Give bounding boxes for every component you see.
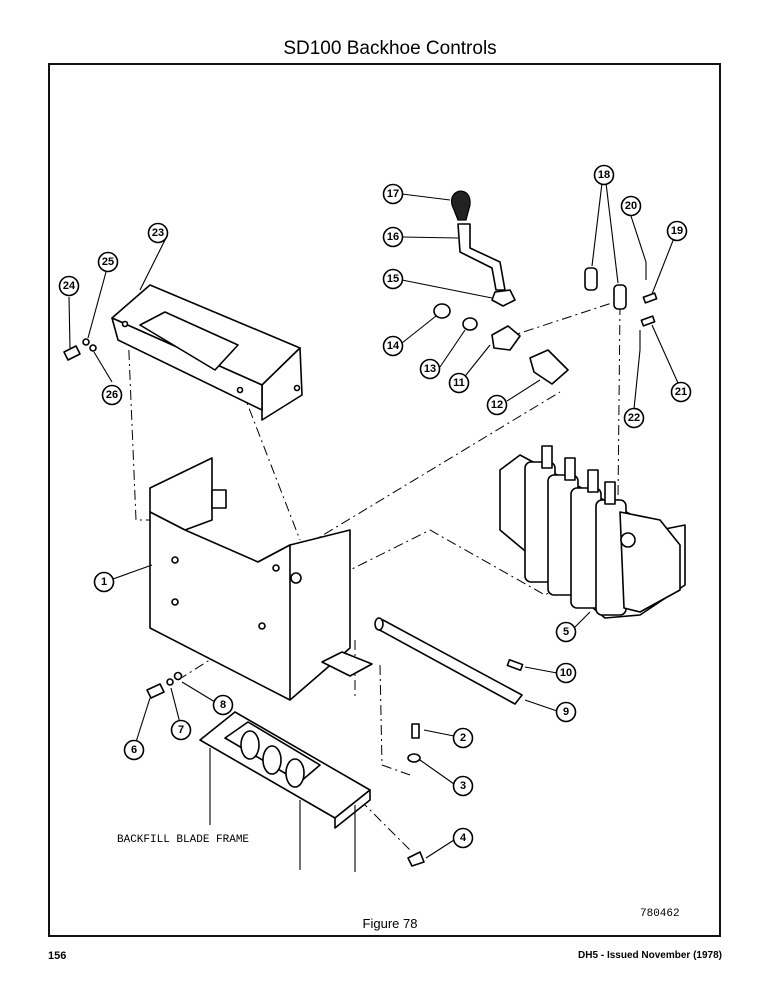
- callout-number: 7: [178, 724, 184, 736]
- callout-12: 12: [486, 394, 508, 416]
- callout-1: 1: [93, 571, 115, 593]
- callout-number: 11: [453, 377, 465, 389]
- callout-16: 16: [382, 226, 404, 248]
- callout-8: 8: [212, 694, 234, 716]
- callout-number: 10: [560, 667, 572, 679]
- callout-2: 2: [452, 727, 474, 749]
- issue-info: DH5 - Issued November (1978): [578, 950, 722, 961]
- callout-number: 25: [102, 256, 114, 268]
- callout-number: 18: [598, 169, 610, 181]
- callout-number: 5: [563, 626, 569, 638]
- callout-number: 6: [131, 744, 137, 756]
- callout-number: 20: [625, 200, 637, 212]
- callout-25: 25: [97, 251, 119, 273]
- callout-number: 4: [460, 832, 467, 844]
- part-control-valve: [499, 445, 686, 619]
- callout-22: 22: [623, 407, 645, 429]
- callout-20: 20: [620, 195, 642, 217]
- callout-5: 5: [555, 621, 577, 643]
- callout-21: 21: [670, 381, 692, 403]
- callout-number: 15: [387, 273, 399, 285]
- callout-number: 12: [491, 399, 503, 411]
- callout-number: 17: [387, 188, 399, 200]
- callout-11: 11: [448, 372, 470, 394]
- callout-24: 24: [58, 275, 80, 297]
- callout-leaders: [68, 182, 679, 859]
- callout-17: 17: [382, 183, 404, 205]
- callout-4: 4: [452, 827, 474, 849]
- figure-frame: [48, 63, 721, 937]
- callout-number: 1: [101, 576, 107, 588]
- part-hardware: [63, 338, 425, 867]
- callout-number: 19: [671, 225, 683, 237]
- callout-23: 23: [147, 222, 169, 244]
- callout-number: 16: [387, 231, 399, 243]
- callout-number: 24: [63, 280, 76, 292]
- callout-10: 10: [555, 662, 577, 684]
- callout-number: 8: [220, 699, 226, 711]
- callout-number: 26: [106, 389, 118, 401]
- callout-3: 3: [452, 775, 474, 797]
- frame-label: BACKFILL BLADE FRAME: [117, 834, 249, 846]
- callout-13: 13: [419, 358, 441, 380]
- page-number: 156: [48, 950, 67, 962]
- callout-26: 26: [101, 384, 123, 406]
- callout-number: 9: [563, 706, 569, 718]
- callout-9: 9: [555, 701, 577, 723]
- callout-14: 14: [382, 335, 404, 357]
- part-top-cover: [111, 284, 303, 421]
- callout-number: 22: [628, 412, 640, 424]
- callout-15: 15: [382, 268, 404, 290]
- callout-number: 21: [675, 386, 687, 398]
- callout-7: 7: [170, 719, 192, 741]
- part-shaft: [374, 617, 524, 705]
- callout-number: 23: [152, 227, 164, 239]
- callout-18: 18: [593, 164, 615, 186]
- part-backfill-blade-frame: [199, 651, 373, 872]
- part-lever-assembly: [433, 190, 569, 385]
- part-bracket: [149, 457, 351, 701]
- callout-6: 6: [123, 739, 145, 761]
- callout-number: 14: [387, 340, 400, 352]
- figure-caption: Figure 78: [362, 916, 418, 931]
- callout-number: 3: [460, 780, 466, 792]
- callout-number: 13: [424, 363, 436, 375]
- drawing-number: 780462: [640, 908, 680, 920]
- callout-19: 19: [666, 220, 688, 242]
- page-title: SD100 Backhoe Controls: [283, 38, 497, 59]
- part-links-and-pins: [584, 262, 658, 350]
- callout-number: 2: [460, 732, 466, 744]
